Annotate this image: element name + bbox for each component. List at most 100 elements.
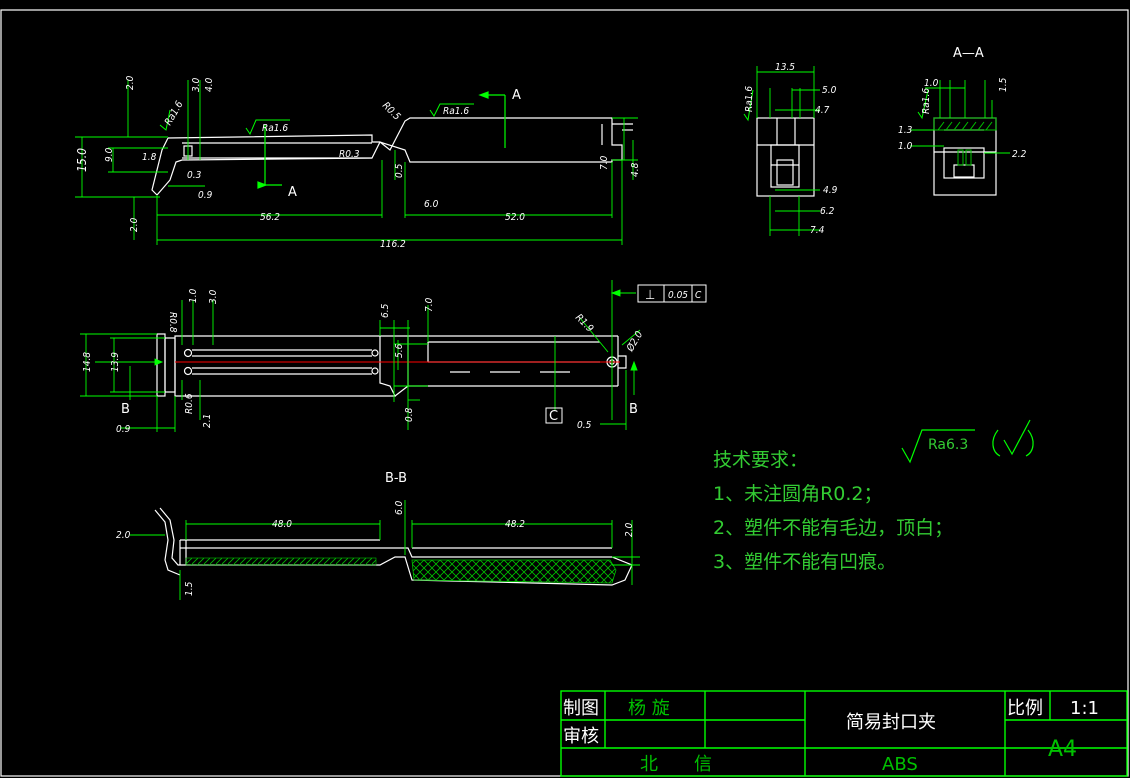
front-view xyxy=(156,333,627,397)
dim-bb-20a: 2.0 xyxy=(116,530,131,541)
dim-top-05: 0.5 xyxy=(394,163,405,178)
top-view-dimension-texts: 2.0 3.0 4.0 15.0 9.0 1.8 0.3 0.9 2.0 56.… xyxy=(75,75,641,250)
top-view xyxy=(151,117,633,196)
dim-top-30: 3.0 xyxy=(191,77,202,92)
geometric-tolerance-frame xyxy=(637,284,707,303)
title-part-name: 简易封口夹 xyxy=(846,712,936,733)
section-bb-dimension-texts: 2.0 48.0 6.0 48.2 2.0 1.5 xyxy=(116,500,635,596)
dim-top-90: 9.0 xyxy=(104,147,115,162)
dim-bb-482: 48.2 xyxy=(505,519,525,530)
side-view-dimension-lines xyxy=(756,66,820,236)
dim-top-562: 56.2 xyxy=(260,212,280,223)
dim-front-r08: R0.8 xyxy=(167,312,178,333)
dim-front-09: 0.9 xyxy=(116,424,131,435)
dim-aa-10a: 1.0 xyxy=(924,78,939,89)
dim-top-520: 52.0 xyxy=(505,212,525,223)
notes-title: 技术要求： xyxy=(713,449,808,471)
tolerance-value: 0.05 xyxy=(668,290,688,301)
tolerance-datum: C xyxy=(695,290,702,301)
title-scale-label: 比例 xyxy=(1007,698,1043,719)
dim-aa-10b: 1.0 xyxy=(898,141,913,152)
section-line-aa xyxy=(257,91,506,189)
roughness-side: Ra1.6 xyxy=(744,86,755,112)
dim-side-74: 7.4 xyxy=(810,225,825,236)
section-aa-title: A—A xyxy=(953,46,984,61)
title-sheet-size: A4 xyxy=(1048,737,1077,762)
dim-front-10: 1.0 xyxy=(188,288,199,303)
dim-front-r06: R0.6 xyxy=(184,393,195,414)
section-bb-title: B-B xyxy=(385,471,407,486)
dim-front-139: 13.9 xyxy=(110,352,121,372)
roughness-symbols-top xyxy=(159,103,474,136)
dim-bb-15: 1.5 xyxy=(184,581,195,596)
dim-top-r05: R0.5 xyxy=(380,100,403,123)
dim-top-03: 0.3 xyxy=(187,170,202,181)
dim-bb-480: 48.0 xyxy=(272,519,292,530)
roughness-side-symbol xyxy=(743,89,754,122)
dim-top-20b: 2.0 xyxy=(129,217,140,232)
general-roughness-symbol xyxy=(901,419,1034,464)
title-material: ABS xyxy=(882,754,918,775)
section-bb-view xyxy=(154,507,633,586)
dim-front-65: 6.5 xyxy=(380,303,391,318)
section-label-b-right: B xyxy=(629,402,638,417)
dim-side-135: 13.5 xyxy=(775,62,795,73)
roughness-aa-symbol xyxy=(917,89,929,120)
roughness-aa: Ra1.6 xyxy=(921,88,932,114)
dim-front-20: Ø2.0 xyxy=(624,329,646,355)
side-view xyxy=(756,117,815,197)
side-view-dimension-texts: 13.5 5.0 4.7 4.9 6.2 7.4 xyxy=(775,62,838,236)
dim-aa-15: 1.5 xyxy=(998,77,1009,92)
dim-top-09: 0.9 xyxy=(198,190,213,201)
title-company: 北 信 xyxy=(640,754,712,775)
dim-top-40: 4.0 xyxy=(204,77,215,92)
dim-top-60: 6.0 xyxy=(424,199,439,210)
section-aa-dimension-lines xyxy=(910,80,1010,154)
front-view-dimension-lines xyxy=(80,280,641,432)
roughness-top-3: Ra1.6 xyxy=(163,99,186,127)
datum-c-box xyxy=(545,407,563,424)
dim-top-18: 1.8 xyxy=(142,152,157,163)
general-roughness-value: Ra6.3 xyxy=(928,437,968,453)
top-view-dimension-lines xyxy=(75,80,638,245)
dim-side-47: 4.7 xyxy=(815,105,830,116)
title-block-lines xyxy=(560,690,1128,777)
section-label-a-top: A xyxy=(512,88,521,103)
section-bb-hatch-left xyxy=(185,557,377,566)
title-checked-label: 审核 xyxy=(563,726,599,747)
tolerance-symbol: ⊥ xyxy=(645,288,655,303)
section-bb-dimension-lines xyxy=(130,500,640,600)
dim-top-70: 7.0 xyxy=(599,155,610,170)
notes-line-2: 2、塑件不能有毛边，顶白； xyxy=(713,517,953,539)
dim-front-08: 0.8 xyxy=(404,407,415,422)
section-label-a-bottom: A xyxy=(288,185,297,200)
section-bb-hatch-right xyxy=(411,559,617,584)
dim-bb-60: 6.0 xyxy=(394,500,405,515)
section-aa-dimension-texts: 1.0 1.5 1.3 1.0 2.2 xyxy=(898,77,1027,160)
dim-top-150: 15.0 xyxy=(75,148,89,172)
notes-line-3: 3、塑件不能有凹痕。 xyxy=(713,551,896,573)
section-label-b-left: B xyxy=(121,402,130,417)
dim-top-20a: 2.0 xyxy=(125,75,136,90)
dim-aa-13: 1.3 xyxy=(898,125,913,136)
dim-front-56: 5.6 xyxy=(394,343,405,358)
section-aa-hatch xyxy=(933,117,997,166)
roughness-top-2: Ra1.6 xyxy=(443,106,469,117)
dim-bb-20b: 2.0 xyxy=(624,522,635,537)
dim-front-148: 14.8 xyxy=(82,352,93,372)
datum-c-label: C xyxy=(549,409,558,424)
dim-side-50: 5.0 xyxy=(822,85,837,96)
dim-front-r19: R1.9 xyxy=(573,312,596,335)
dim-top-r03: R0.3 xyxy=(339,149,360,160)
dim-side-49: 4.9 xyxy=(823,185,838,196)
roughness-top-1: Ra1.6 xyxy=(262,123,288,134)
dim-front-30: 3.0 xyxy=(208,289,219,304)
dim-side-62: 6.2 xyxy=(820,206,835,217)
dim-top-48: 4.8 xyxy=(630,162,641,177)
title-drawn-by: 杨 旋 xyxy=(628,698,670,719)
title-drawn-label: 制图 xyxy=(563,698,599,719)
notes-line-1: 1、未注圆角R0.2； xyxy=(713,483,883,505)
dim-front-05: 0.5 xyxy=(577,420,592,431)
dim-top-1162: 116.2 xyxy=(380,239,406,250)
